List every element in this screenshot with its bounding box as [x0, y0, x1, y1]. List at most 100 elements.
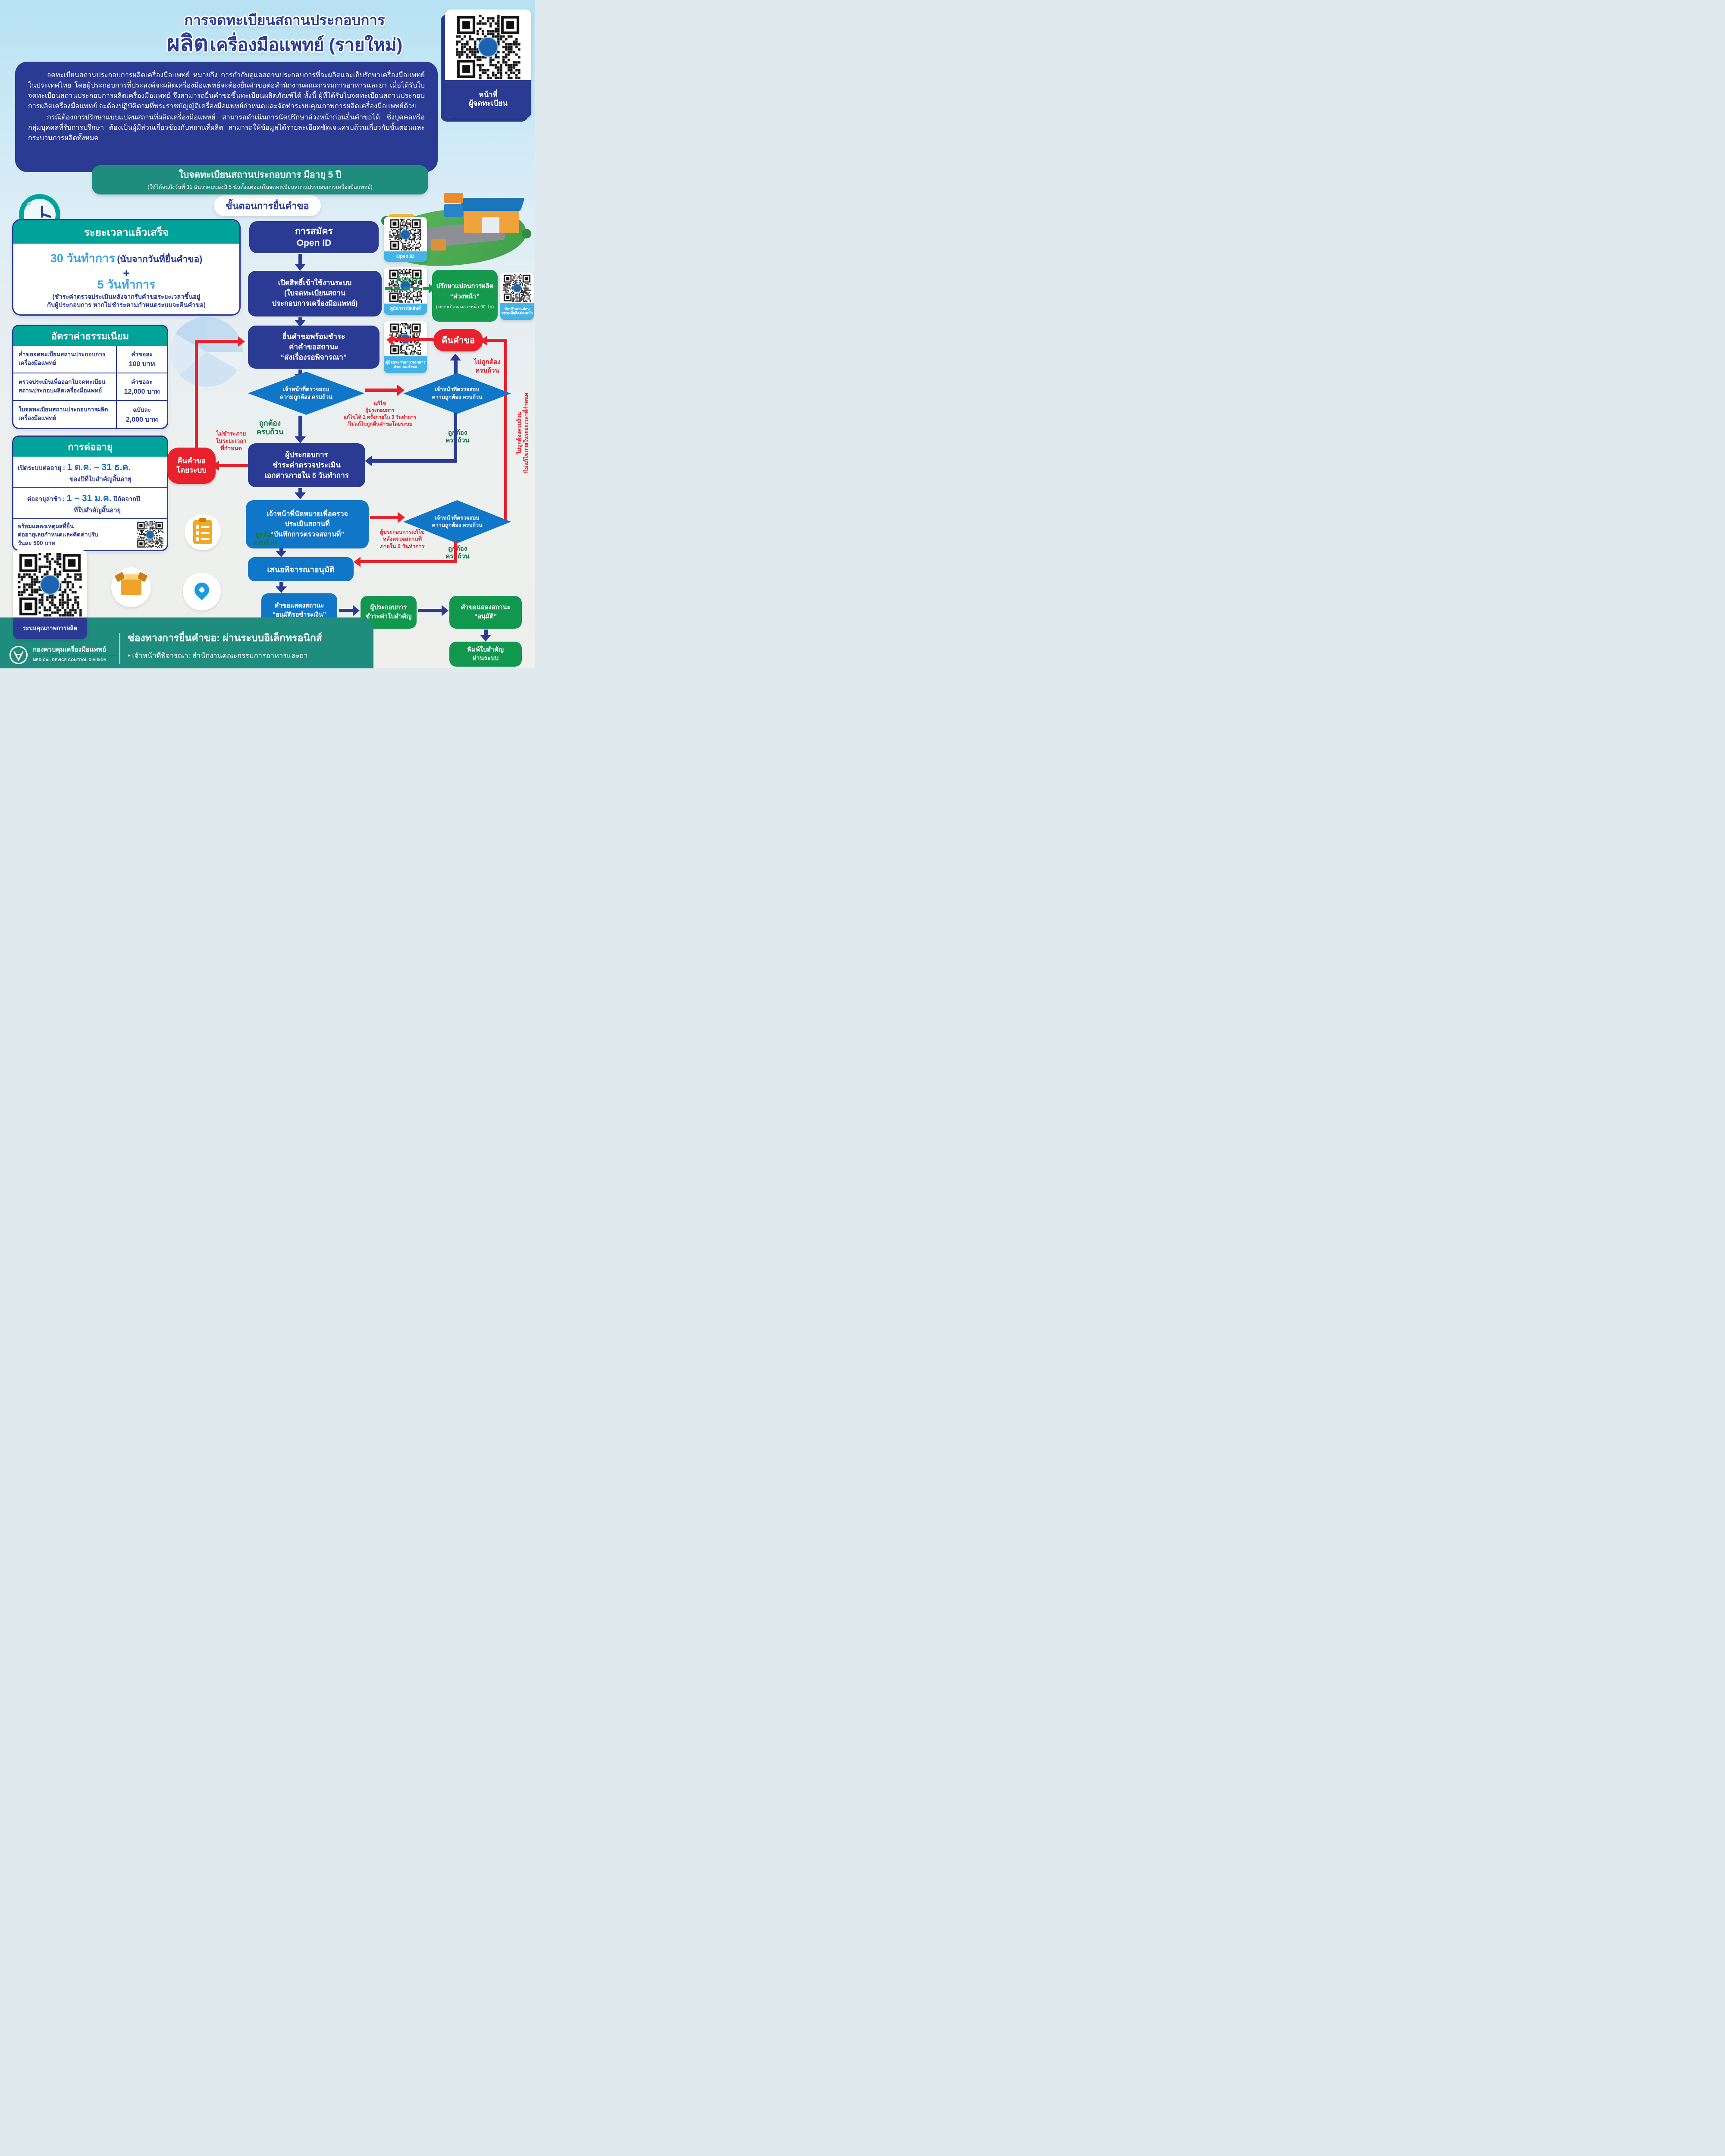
system-return-pill: คืนคำขอ โดยระบบ [167, 448, 216, 484]
flow-node-print: พิมพ์ใบสำคัญ ผ่านระบบ [449, 642, 522, 667]
renewal-late-row: ต่ออายุล่าช้า : 1 – 31 ม.ค. ปีถัดจากปี ท… [13, 488, 167, 519]
correct-label-e: ถูกต้อง ครบถ้วน [253, 531, 277, 546]
infographic-canvas: การจดทะเบียนสถานประกอบการ ผลิต เครื่องมื… [0, 0, 535, 668]
fix-note: แก้ไข ผู้ประกอบการ แก้ไขได้ 1 ครั้งภายใน… [343, 401, 417, 427]
red-line-return-loop-horizontal [195, 340, 240, 343]
fix-after-label: ผู้ประกอบการแก้ไข หลังตรวจสถานที่ ภายใน … [380, 529, 425, 549]
return-request-pill: คืนคำขอ [433, 329, 483, 351]
renewal-late-suffix: ปีถัดจากปี [113, 496, 141, 503]
consult-line1: ปรึกษาแปลนการผลิต [436, 283, 494, 290]
page-title: การจดทะเบียนสถานประกอบการ ผลิต เครื่องมื… [142, 11, 427, 56]
arrow-h-i [418, 609, 442, 612]
fee-row: ใบจดทะเบียนสถานประกอบการผลิต เครื่องมือแ… [13, 401, 167, 428]
red-line-d3-down [454, 542, 457, 563]
duration-title: ระยะเวลาแล้วเสร็จ [13, 220, 239, 244]
arrow-g-h [339, 609, 354, 612]
quality-system-qr-card: ระบบคุณภาพการผลิต [13, 550, 87, 639]
clipboard-icon [185, 514, 221, 550]
red-arrow-d1-d2 [365, 389, 398, 392]
flow-node-status-approved: คำขอแสดงสถานะ “อนุมัติ” [449, 596, 522, 629]
renewal-late-value: 1 – 31 ม.ค. [66, 493, 112, 503]
steps-title-pill: ขั้นตอนการยื่นคำขอ [214, 195, 321, 216]
org-logo [9, 645, 28, 665]
registrant-duty-qr-code [456, 15, 521, 79]
fee-amount: 100 บาท [129, 360, 155, 368]
org-name-eng: MEDICAL DEVICE CONTROL DIVISION [33, 658, 107, 662]
quality-system-qr-caption: ระบบคุณภาพการผลิต [13, 617, 87, 639]
red-line-return-loop-vertical [195, 340, 198, 450]
duration-value1-note: (นับจากวันที่ยื่นคำขอ) [117, 254, 203, 264]
fee-item: คำขอจดทะเบียนสถานประกอบการ เครื่องมือแพท… [13, 346, 117, 373]
fee-item: ใบจดทะเบียนสถานประกอบการผลิต เครื่องมือแ… [13, 401, 117, 428]
line-d2-left [372, 459, 457, 463]
duration-panel: ระยะเวลาแล้วเสร็จ 30 วันทำการ (นับจากวัน… [12, 219, 241, 316]
flow-node-approve: เสนอพิจารณาอนุมัติ [248, 557, 354, 581]
flow-node-pay: ผู้ประกอบการ ชำระค่าตรวจประเมิน เอกสารภา… [248, 443, 365, 487]
need-label: ต้องการ [396, 275, 422, 283]
renewal-open-value: 1 ต.ค. – 31 ธ.ค. [67, 462, 131, 472]
renewal-panel: การต่ออายุ เปิดระบบต่ออายุ : 1 ต.ค. – 31… [12, 436, 168, 551]
duration-value1: 30 วันทำการ [50, 252, 115, 265]
org-name-thai: กองควบคุมเครื่องมือแพทย์ [33, 644, 117, 656]
title-line1: การจดทะเบียนสถานประกอบการ [184, 12, 385, 28]
flow-node-openid: การสมัคร Open ID [249, 221, 379, 253]
steps-title-text: ขั้นตอนการยื่นคำขอ [226, 200, 309, 211]
arrow-i-j [484, 630, 488, 636]
footer-divider [119, 633, 120, 664]
fee-item: ตรวจประเมินเพื่อออกใบจดทะเบียน สถานประกอ… [13, 373, 117, 400]
flow-node-activate: เปิดสิทธิ์เข้าใช้งานระบบ (ใบจดทะเบียนสถา… [248, 271, 382, 317]
footer-channel-line: ช่องทางการยื่นคำขอ: ผ่านระบบอิเล็กทรอนิก… [128, 632, 322, 643]
arrow-e-f [279, 548, 283, 551]
renewal-open-label: เปิดระบบต่ออายุ : [18, 465, 65, 472]
renewal-open-row: เปิดระบบต่ออายุ : 1 ต.ค. – 31 ธ.ค. ของปี… [13, 457, 167, 488]
flow-node-inspect: เจ้าหน้าที่นัดหมายเพื่อตรวจ ประเมินสถานท… [246, 500, 369, 548]
openid-qr-card: Open ID [384, 217, 427, 262]
arrow-d2-pill [454, 360, 458, 380]
renewal-title: การต่ออายุ [13, 437, 167, 457]
fee-unit: ฉบับละ [133, 406, 151, 413]
pie-chart-decoration [170, 317, 243, 387]
fee-amount: 2,000 บาท [125, 416, 158, 423]
not-correct-label: ไม่ถูกต้อง ครบถ้วน [474, 358, 501, 374]
correct-label-d1: ถูกต้อง ครบถ้วน [256, 419, 284, 436]
fee-unit: คำขอละ [131, 351, 153, 357]
fees-table: คำขอจดทะเบียนสถานประกอบการ เครื่องมือแพท… [13, 346, 167, 428]
submit-docs-qr-caption: คู่มือและรายการเอกสาร ประกอบคำขอ [384, 356, 427, 373]
arrow-f-g [279, 582, 283, 586]
fee-unit: คำขอละ [131, 378, 153, 385]
quality-system-qr-code [18, 553, 82, 617]
fee-row: ตรวจประเมินเพื่อออกใบจดทะเบียน สถานประกอ… [13, 373, 167, 401]
side-return-label: ไม่ถูกต้องครบถ้วน /ไม่แก้ไขภายในระยะเวลา… [516, 392, 529, 473]
duration-plus: + [123, 266, 130, 279]
renewal-open-suffix: ของปีที่ใบสำคัญสิ้นอายุ [69, 476, 132, 483]
no-pay-label: ไม่ชำระภาย ในระยะเวลา ที่กำหนด [216, 430, 247, 451]
intro-paragraph-2: กรณีต้องการปรึกษาแบบแปลนสถานที่ผลิตเครื่… [28, 114, 425, 142]
flow-node-consult: ปรึกษาแปลนการผลิต “ล่วงหน้า” (ระบบเปิดจอ… [432, 270, 498, 322]
correct-label-d2: ถูกต้อง ครบถ้วน [445, 429, 470, 444]
consult-qr-caption: นัดปรึกษาแปลน สถานที่ผลิตล่วงหน้า [500, 303, 534, 320]
arrow-d1-pay [298, 416, 302, 436]
registrant-duty-qr-caption: หน้าที่ ผู้จดทะเบียน [445, 80, 531, 118]
openid-qr-caption: Open ID [384, 251, 427, 262]
submit-docs-qr-card: คู่มือและรายการเอกสาร ประกอบคำขอ [384, 321, 427, 373]
consult-line3: (ระบบเปิดจองล่วงหน้า 30 วัน) [436, 304, 494, 310]
red-arrow-pill-left [393, 338, 433, 341]
flow-node-submit: ยื่นคำขอพร้อมชำระ ค่าคำขอสถานะ “ส่งเรื่อ… [248, 326, 380, 369]
red-line-into-pill [486, 339, 507, 342]
red-line-right-vertical [504, 339, 507, 522]
activate-manual-qr-caption: คู่มือการเปิดสิทธิ์ [384, 304, 427, 315]
consult-qr-card: นัดปรึกษาแปลน สถานที่ผลิตล่วงหน้า [500, 273, 534, 320]
correct-label-d3: ถูกต้อง ครบถ้วน [445, 545, 470, 560]
intro-box: จดทะเบียนสถานประกอบการผลิตเครื่องมือแพทย… [15, 62, 438, 172]
title-line2: เครื่องมือแพทย์ (รายใหม่) [210, 35, 403, 55]
registrant-duty-qr-card: หน้าที่ ผู้จดทะเบียน [445, 9, 531, 118]
renewal-qr-code [137, 521, 163, 548]
arrow-b-c [298, 317, 302, 321]
validity-line2: (ใช้ได้จนถึงวันที่ 31 ธันวาคมของปี 5 นับ… [147, 184, 373, 190]
validity-banner: ใบจดทะเบียนสถานประกอบการ มีอายุ 5 ปี (ใช… [92, 165, 428, 194]
activate-manual-qr-card: คู่มือการเปิดสิทธิ์ [384, 267, 427, 315]
renewal-penalty-note: พร้อมแสดงเหตุผลที่ยื่น ต่ออายุเลยกำหนดแล… [18, 523, 98, 546]
consult-line2: “ล่วงหน้า” [450, 293, 480, 300]
arrow-c-d1 [298, 370, 302, 375]
renewal-late-label: ต่ออายุล่าช้า : [27, 496, 65, 503]
